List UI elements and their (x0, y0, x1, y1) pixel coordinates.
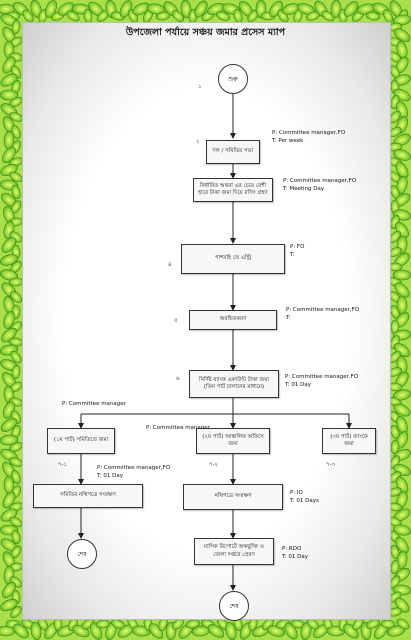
step-number-6: ৬ (176, 376, 180, 382)
step-2-box: দল / সমিতির সভা (206, 140, 260, 164)
leaf-shape (11, 364, 21, 380)
leaf-shape (13, 623, 29, 639)
leaf-shape (180, 0, 192, 19)
leaf-shape (390, 559, 400, 575)
leaf-shape (0, 254, 19, 266)
leaf-shape (171, 10, 185, 22)
leaf-shape (366, 619, 380, 629)
monthly-report-box: মাসিক রিপোর্টে অন্তর্ভুক্তি ও জেলা দপ্তর… (194, 538, 274, 565)
step-number-1: ১ (198, 84, 202, 90)
branch-box-part-1: (১ম পার্ট) সমিতিতে জমা (47, 428, 115, 454)
leaf-shape (0, 269, 19, 281)
leaf-shape (11, 19, 21, 35)
leaf-shape (0, 434, 19, 446)
step-6-box: নির্দিষ্ট ব্যাংক একাউন্ট টাকা জমা (তিন প… (189, 370, 279, 398)
branch-box-part-2: (২য় পার্ট) আঞ্চলিক অফিসে জমা (196, 428, 270, 454)
leaf-shape (194, 0, 208, 18)
left-record-box: সমিতির নথিপত্রে সংরক্ষণ (33, 484, 143, 508)
leaf-shape (394, 282, 410, 298)
leaf-shape (393, 403, 411, 417)
leaf-shape (0, 598, 18, 612)
leaf-shape (390, 544, 400, 560)
leaf-shape (390, 439, 400, 455)
branch-left-note: P: Committee manager (62, 401, 126, 407)
leaf-shape (0, 418, 18, 432)
leaf-shape (185, 619, 201, 629)
mid-record-box: নথিপত্রে সংরক্ষণ (183, 484, 283, 510)
step-number-7-2: ৭-২ (209, 462, 219, 468)
leaf-shape (207, 624, 225, 638)
step-number-5: ৫ (174, 318, 178, 324)
diagram-title: উপজেলা পর্যায়ে সঞ্চয় জমার প্রসেস ম্যাপ (125, 27, 286, 38)
leaf-shape (343, 1, 359, 17)
leaf-shape (11, 529, 21, 545)
leaf-shape (22, 9, 34, 23)
leaf-shape (216, 11, 230, 21)
leaf-shape (10, 605, 22, 619)
branch-mid-note: P: Committee manager (146, 425, 210, 431)
leaf-shape (45, 0, 57, 18)
leaf-shape (2, 146, 16, 164)
leaf-shape (396, 550, 408, 570)
leaf-shape (146, 3, 166, 15)
leaf-shape (365, 11, 381, 21)
leaf-shape (3, 310, 15, 330)
step-number-2: ২ (196, 139, 200, 145)
leaf-shape (10, 350, 22, 364)
leaf-shape (380, 619, 396, 629)
step-3-box: নির্ধারিত অথবা এর চেয়ে বেশী হারে টাকা জ… (193, 178, 273, 202)
leaf-shape (9, 290, 23, 304)
leaf-shape (0, 89, 19, 101)
leaf-shape (396, 618, 410, 630)
step-number-7-1: ৭-১ (58, 462, 68, 468)
left-end-node: শেষ (67, 539, 97, 569)
step-4-box: পাশবহি তে এন্ট্রি (181, 244, 285, 274)
branch-box-part-3: (৩য় পার্ট) ব্যাংকে জমা (322, 428, 376, 454)
step-number-4: ৪ (168, 262, 172, 268)
step-number-7-3: ৭-৩ (326, 462, 336, 468)
step-5-box: অবহিতকরণ (189, 310, 277, 330)
start-node: শুরু (218, 64, 248, 94)
leaf-shape (11, 184, 21, 200)
mid-end-node: শেষ (219, 591, 249, 621)
